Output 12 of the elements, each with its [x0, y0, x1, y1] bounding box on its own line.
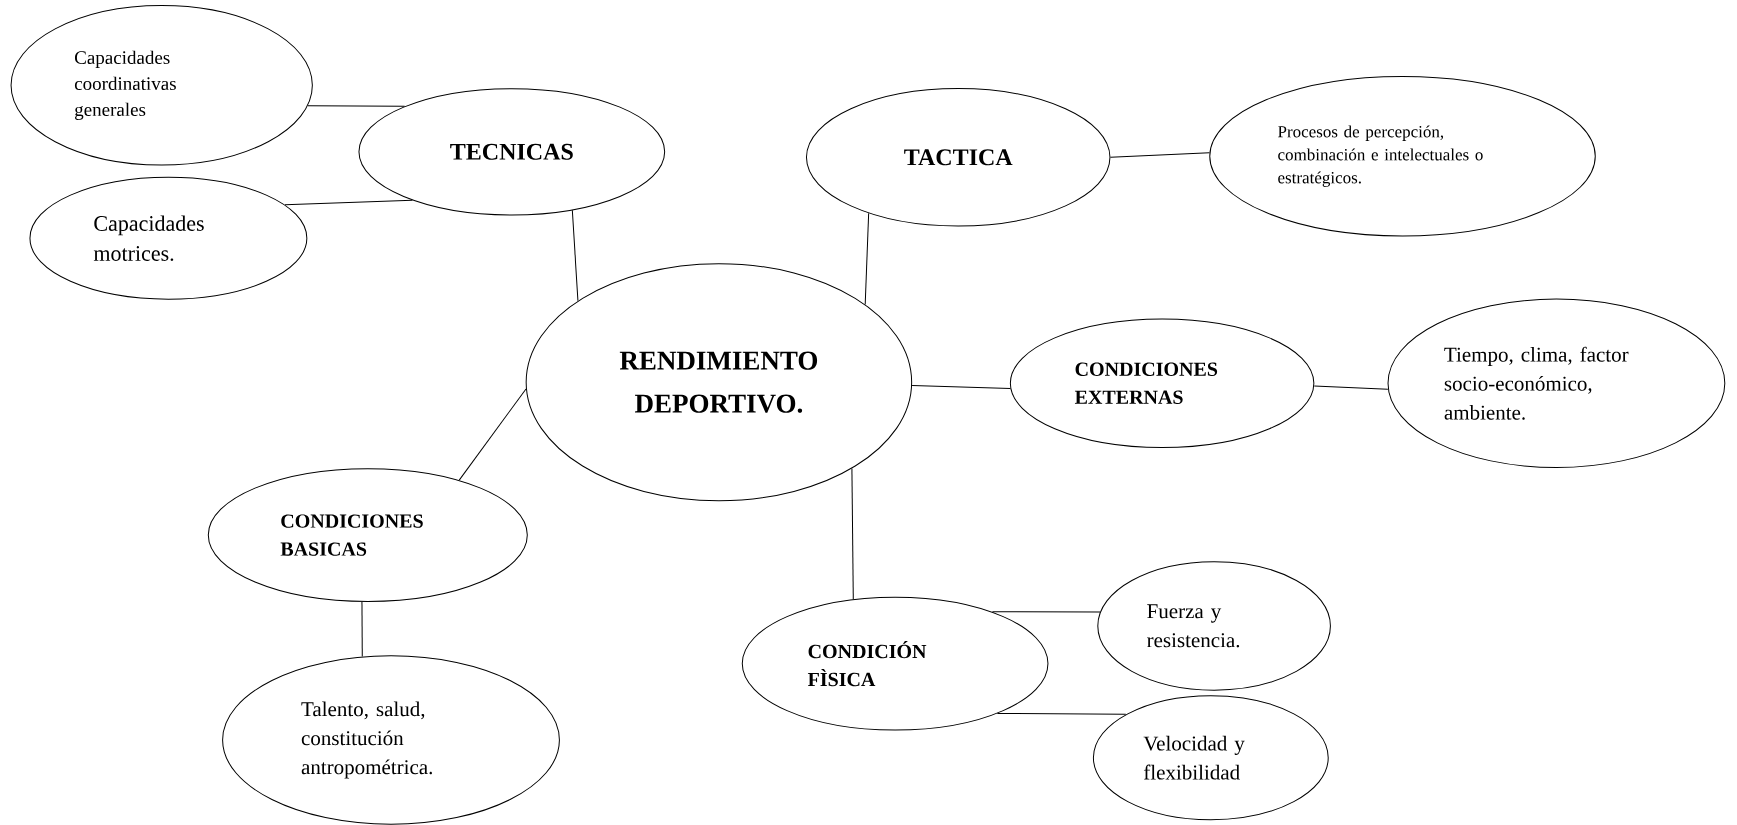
- connector-line: [458, 388, 527, 481]
- connector-line: [361, 601, 363, 658]
- connector-line: [1109, 152, 1210, 158]
- connector-line: [307, 105, 406, 107]
- connector-line: [991, 611, 1101, 613]
- connector-line: [864, 212, 870, 305]
- connector-line: [571, 209, 579, 302]
- connector-line: [1313, 385, 1389, 390]
- connector-line: [996, 713, 1127, 715]
- connector-line: [284, 199, 413, 206]
- connector-line: [851, 468, 854, 600]
- connector-line: [911, 385, 1011, 390]
